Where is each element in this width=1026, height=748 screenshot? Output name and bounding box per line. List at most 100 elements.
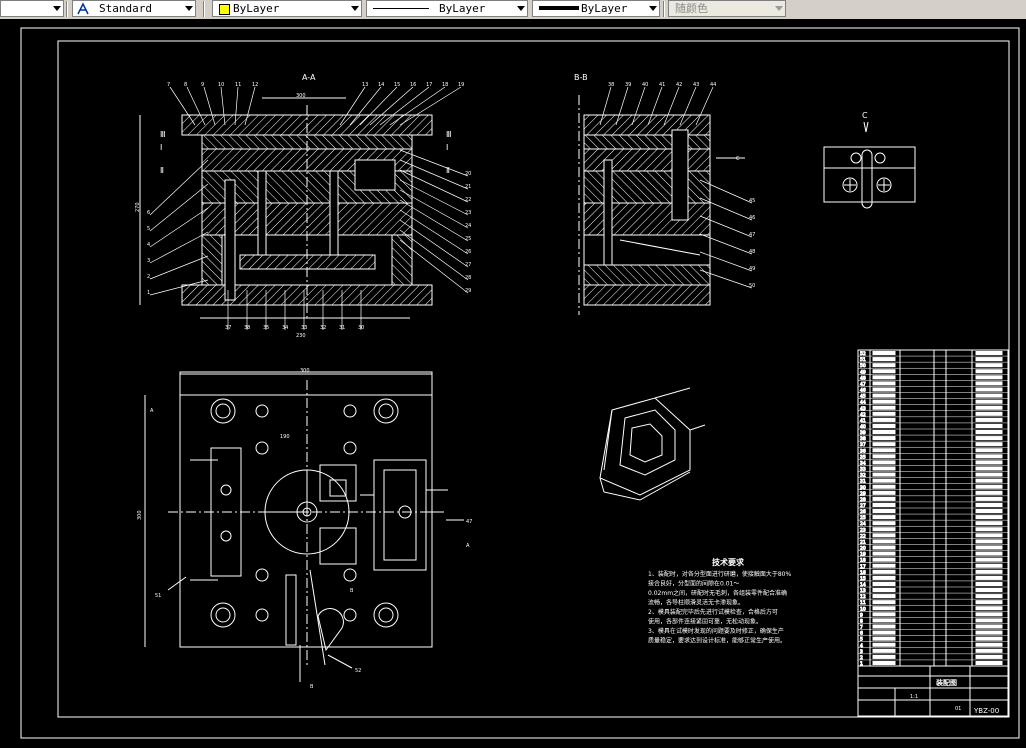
bom-row-number: 42 [860, 412, 866, 418]
bom-material-cell [975, 600, 1003, 605]
bom-material-cell [975, 448, 1003, 453]
plot-style-dropdown[interactable]: 随颜色 [668, 0, 786, 17]
callout-number: 29 [465, 288, 471, 294]
callout-number: 28 [465, 275, 471, 281]
bom-row-number: 26 [860, 509, 866, 515]
label-b: B [310, 684, 314, 690]
callout-number: 42 [676, 82, 682, 88]
leader-line [615, 86, 629, 126]
bom-row-number: 1 [860, 661, 863, 667]
bom-row-number: 34 [860, 460, 866, 466]
color-dropdown[interactable]: ByLayer [212, 0, 362, 17]
bom-name-cell [872, 606, 896, 611]
leader-line [699, 251, 753, 272]
bom-row-number: 15 [860, 576, 866, 582]
leader-line [369, 86, 414, 126]
callout-number: 10 [218, 82, 224, 88]
bom-name-cell [872, 387, 896, 392]
bom-material-cell [975, 588, 1003, 593]
bom-row-number: 4 [860, 643, 863, 649]
bom-material-cell [975, 496, 1003, 501]
bom-row-number: 29 [860, 491, 866, 497]
leader-line [631, 86, 646, 126]
bom-material-cell [975, 351, 1003, 356]
bom-row-number: 48 [860, 375, 866, 381]
leader-line [699, 215, 753, 238]
leader-line [699, 269, 753, 289]
bom-name-cell [872, 539, 896, 544]
bom-row-number: 13 [860, 588, 866, 594]
view-c-label: C [862, 111, 868, 120]
leader-line [149, 159, 209, 216]
bom-material-cell [975, 654, 1003, 659]
section-mark: Ⅱ [160, 166, 164, 175]
leader-line [599, 86, 612, 126]
text-style-dropdown[interactable]: Standard [72, 0, 196, 17]
bom-material-cell [975, 454, 1003, 459]
lineweight-value: ByLayer [581, 2, 628, 15]
leader-line [339, 86, 366, 126]
drawing-canvas[interactable]: A-A 300 230 270 Ⅲ Ⅰ [0, 19, 1026, 744]
bom-name-cell [872, 351, 896, 356]
color-value: ByLayer [233, 2, 280, 15]
toolbar-separator [203, 1, 205, 17]
bom-name-cell [872, 618, 896, 623]
bom-row-number: 3 [860, 649, 863, 655]
bom-row-number: 22 [860, 533, 866, 539]
bom-material-cell [975, 612, 1003, 617]
callout-number: 45 [749, 198, 755, 204]
bom-name-cell [872, 563, 896, 568]
tech-line: 0.02mm之间，研配时无毛刺，各组装零件配合准确 [648, 589, 787, 597]
leader-line [389, 86, 446, 126]
bom-row-number: 19 [860, 552, 866, 558]
dim-mid: 190 [280, 434, 290, 440]
bom-name-cell [872, 478, 896, 483]
leader-line [699, 179, 753, 204]
label-a-right: A [466, 543, 470, 549]
bom-name-cell [872, 594, 896, 599]
leader-line [149, 231, 209, 264]
callout-number: 26 [465, 249, 471, 255]
bom-name-cell [872, 490, 896, 495]
leader-line [244, 86, 256, 126]
bom-material-cell [975, 423, 1003, 428]
callout-number: 25 [465, 236, 471, 242]
bom-name-cell [872, 642, 896, 647]
leader-line [399, 179, 469, 216]
bom-material-cell [975, 478, 1003, 483]
bom-name-cell [872, 648, 896, 653]
callout-number: 38 [244, 325, 250, 331]
bom-row-number: 46 [860, 388, 866, 394]
bom-name-cell [872, 612, 896, 617]
detail-view-c: C [823, 111, 916, 209]
drawing-number: YBZ-00 [973, 707, 999, 715]
bom-material-cell [975, 569, 1003, 574]
leader-line [186, 86, 206, 126]
bom-name-cell [872, 575, 896, 580]
callout-number: 22 [465, 197, 471, 203]
leader-line [695, 86, 714, 126]
bom-name-cell [872, 624, 896, 629]
bom-name-cell [872, 496, 896, 501]
properties-toolbar: Standard ByLayer ByLayer ByLayer 随颜色 [0, 0, 1026, 20]
bom-material-cell [975, 515, 1003, 520]
lineweight-dropdown[interactable]: ByLayer [532, 0, 660, 17]
dropdown-prev[interactable] [0, 0, 64, 17]
callout-number: 5 [147, 226, 150, 232]
bom-name-cell [872, 630, 896, 635]
bom-name-cell [872, 551, 896, 556]
bom-name-cell [872, 381, 896, 386]
bom-name-cell [872, 393, 896, 398]
bom-name-cell [872, 363, 896, 368]
callout-b2: B [350, 588, 354, 594]
tech-line: 2、模具装配完毕后先进行试模检查，合格后方可 [648, 608, 778, 616]
bom-material-cell [975, 521, 1003, 526]
linetype-dropdown[interactable]: ByLayer [366, 0, 528, 17]
bom-name-cell [872, 405, 896, 410]
label-a-left: A [150, 408, 154, 414]
leader-line [349, 86, 382, 126]
bom-row-number: 40 [860, 424, 866, 430]
bom-material-cell [975, 375, 1003, 380]
